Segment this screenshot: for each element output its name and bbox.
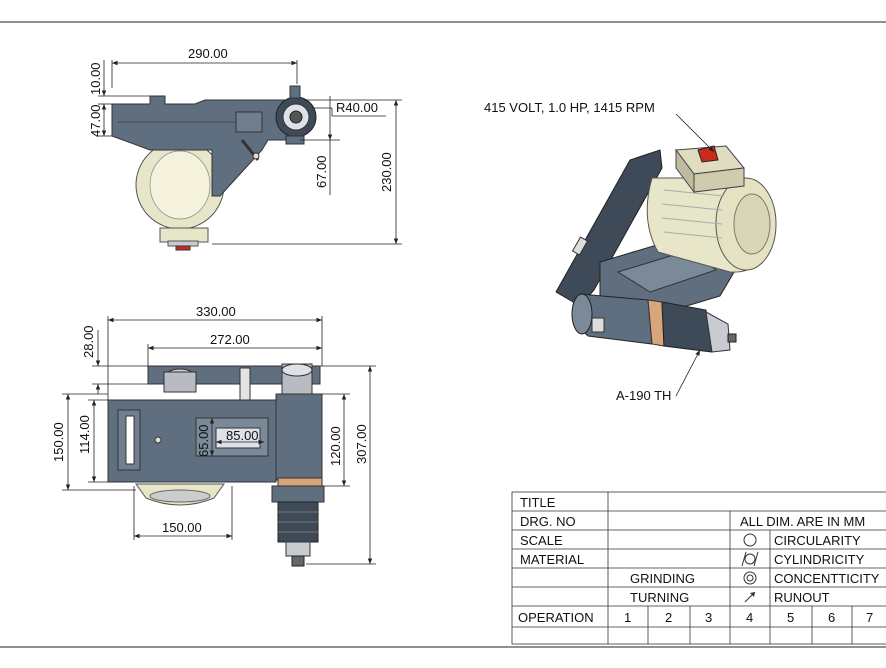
dim-114: 114.00 — [77, 415, 92, 454]
cylindricity-icon — [741, 551, 759, 567]
front-view: 330.00 272.00 28.00 150.00 114.00 65.00 … — [51, 304, 376, 567]
dim-65: 65.00 — [196, 424, 211, 457]
tb-op-7: 7 — [866, 610, 873, 625]
tb-op-1: 1 — [624, 610, 631, 625]
tb-material-label: MATERIAL — [520, 552, 584, 567]
concentricity-icon — [743, 571, 757, 585]
top-view: 290.00 10.00 47.00 R40.00 67.00 230.00 — [88, 46, 402, 251]
tb-turning: TURNING — [630, 590, 689, 605]
dim-10: 10.00 — [88, 62, 103, 95]
tb-grinding: GRINDING — [630, 571, 695, 586]
tb-scale-label: SCALE — [520, 533, 563, 548]
tb-runout: RUNOUT — [774, 590, 830, 605]
dim-r40: R40.00 — [336, 100, 378, 115]
dim-150-vertical: 150.00 — [51, 422, 66, 462]
tb-cylindricity: CYLINDRICITY — [774, 552, 865, 567]
tb-op-3: 3 — [705, 610, 712, 625]
dim-330: 330.00 — [196, 304, 236, 319]
tb-op-6: 6 — [828, 610, 835, 625]
front-view-spindle — [275, 393, 323, 481]
top-view-chuck — [159, 227, 209, 243]
dim-67: 67.00 — [314, 155, 329, 188]
dim-150-horizontal: 150.00 — [162, 520, 202, 535]
circularity-icon — [743, 533, 757, 547]
dim-290: 290.00 — [188, 46, 228, 61]
dim-85: 85.00 — [226, 428, 259, 443]
tb-concentricity: CONCENTTICITY — [774, 571, 880, 586]
runout-icon — [744, 591, 756, 603]
isometric-view: 415 VOLT, 1.0 HP, 1415 RPM A-190 TH — [484, 100, 777, 403]
dim-120: 120.00 — [328, 426, 343, 466]
tb-operation-label: OPERATION — [518, 610, 594, 625]
tb-op-5: 5 — [787, 610, 794, 625]
title-block: TITLE DRG. NO SCALE MATERIAL GRINDING TU… — [511, 491, 886, 645]
dim-28: 28.00 — [81, 325, 96, 358]
tb-op-2: 2 — [665, 610, 672, 625]
motor-spec-note: 415 VOLT, 1.0 HP, 1415 RPM — [484, 100, 655, 115]
dim-47: 47.00 — [88, 104, 103, 137]
tb-op-4: 4 — [746, 610, 753, 625]
tb-all-dim-note: ALL DIM. ARE IN MM — [740, 514, 865, 529]
tb-title-label: TITLE — [520, 495, 556, 510]
tb-drg-label: DRG. NO — [520, 514, 576, 529]
dim-307: 307.00 — [354, 424, 369, 464]
dim-272: 272.00 — [210, 332, 250, 347]
chuck-spec-note: A-190 TH — [616, 388, 671, 403]
tb-circularity: CIRCULARITY — [774, 533, 861, 548]
dim-230: 230.00 — [379, 152, 394, 192]
